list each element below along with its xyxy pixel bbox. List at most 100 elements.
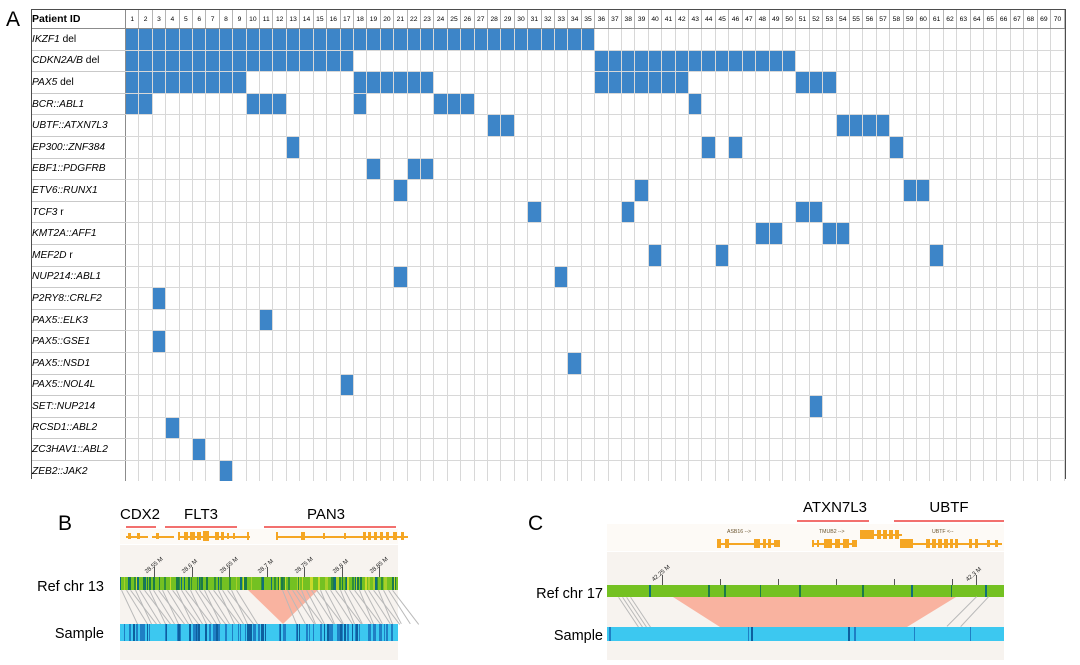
- genome-marker: [339, 624, 342, 641]
- genome-marker: [351, 624, 354, 641]
- alteration-cell-empty: [460, 460, 475, 482]
- column-number-16: 16: [326, 10, 341, 29]
- alteration-cell-empty: [836, 352, 850, 375]
- alteration-cell-empty: [299, 309, 314, 332]
- alteration-cell-empty: [474, 158, 488, 181]
- alteration-cell-empty: [701, 374, 716, 397]
- alteration-cell-empty: [299, 158, 314, 181]
- alteration-cell-empty: [715, 417, 730, 440]
- alteration-cell-empty: [795, 93, 810, 116]
- alteration-cell-empty: [782, 417, 797, 440]
- alteration-cell-empty: [286, 266, 301, 289]
- alteration-cell-empty: [862, 352, 877, 375]
- alteration-cell-empty: [634, 417, 649, 440]
- gene-underline-flt3: [165, 526, 237, 528]
- alteration-cell-empty: [138, 417, 153, 440]
- column-number-69: 69: [1037, 10, 1052, 29]
- alteration-cell-marked: [594, 50, 609, 73]
- alteration-cell-empty: [675, 417, 690, 440]
- alteration-cell-empty: [514, 417, 529, 440]
- alteration-cell-empty: [286, 417, 301, 440]
- alteration-cell-empty: [755, 179, 770, 202]
- reference-chromosome-bar-c: [607, 585, 1004, 597]
- alteration-cell-empty: [286, 114, 301, 137]
- alteration-cell-empty: [353, 438, 368, 461]
- alteration-cell-empty: [500, 93, 515, 116]
- alteration-cell-empty: [527, 179, 542, 202]
- alteration-cell-empty: [393, 330, 408, 353]
- alteration-cell-empty: [889, 287, 904, 310]
- alteration-cell-empty: [876, 136, 891, 159]
- alteration-cell-empty: [125, 352, 140, 375]
- alteration-cell-empty: [688, 395, 703, 418]
- alteration-cell-marked: [447, 28, 462, 51]
- alteration-cell-empty: [849, 50, 864, 73]
- alteration-cell-empty: [903, 309, 917, 332]
- alteration-cell-empty: [1050, 114, 1065, 137]
- alteration-cell-empty: [366, 222, 381, 245]
- alteration-cell-empty: [514, 266, 529, 289]
- alteration-cell-marked: [152, 330, 167, 353]
- genome-marker: [261, 577, 265, 590]
- alteration-cell-empty: [795, 330, 810, 353]
- alteration-cell-empty: [447, 266, 462, 289]
- alteration-cell-empty: [769, 395, 783, 418]
- alteration-cell-empty: [487, 179, 502, 202]
- alteration-cell-marked: [634, 179, 649, 202]
- genome-marker: [149, 577, 151, 590]
- alteration-cell-empty: [983, 309, 998, 332]
- alteration-cell-empty: [380, 309, 395, 332]
- alteration-cell-empty: [755, 93, 770, 116]
- alteration-cell-empty: [447, 374, 462, 397]
- column-number-13: 13: [286, 10, 301, 29]
- alteration-cell-empty: [782, 330, 797, 353]
- gene-label-flt3: FLT3: [184, 506, 218, 523]
- alteration-cell-empty: [849, 460, 864, 482]
- alteration-cell-empty: [152, 222, 167, 245]
- alteration-cell-empty: [527, 71, 542, 94]
- alteration-cell-empty: [393, 158, 408, 181]
- alteration-cell-empty: [232, 136, 247, 159]
- alteration-cell-empty: [701, 330, 716, 353]
- alteration-cell-empty: [474, 93, 488, 116]
- alteration-cell-empty: [192, 266, 207, 289]
- alteration-cell-empty: [782, 158, 797, 181]
- alteration-cell-empty: [983, 417, 998, 440]
- alteration-cell-empty: [541, 417, 556, 440]
- alteration-cell-empty: [648, 460, 663, 482]
- alteration-cell-empty: [433, 222, 448, 245]
- column-number-32: 32: [541, 10, 556, 29]
- alteration-cell-empty: [380, 136, 395, 159]
- alteration-cell-empty: [541, 71, 556, 94]
- alteration-cell-empty: [996, 136, 1011, 159]
- alteration-cell-empty: [541, 50, 556, 73]
- alteration-cell-empty: [795, 438, 810, 461]
- alteration-cell-empty: [876, 179, 891, 202]
- alteration-cell-empty: [822, 417, 837, 440]
- alteration-cell-empty: [903, 244, 917, 267]
- alteration-cell-empty: [916, 244, 931, 267]
- alteration-cell-empty: [970, 222, 985, 245]
- alteration-cell-empty: [889, 395, 904, 418]
- alteration-cell-empty: [125, 395, 140, 418]
- alteration-cell-empty: [769, 266, 783, 289]
- alteration-cell-empty: [782, 395, 797, 418]
- alteration-cell-empty: [433, 114, 448, 137]
- alteration-cell-empty: [648, 158, 663, 181]
- alteration-cell-marked: [822, 222, 837, 245]
- alteration-cell-empty: [420, 50, 435, 73]
- column-number-2: 2: [138, 10, 153, 29]
- alteration-cell-marked: [916, 179, 931, 202]
- alteration-cell-marked: [380, 71, 395, 94]
- column-number-58: 58: [889, 10, 904, 29]
- alteration-cell-empty: [996, 460, 1011, 482]
- column-number-15: 15: [313, 10, 328, 29]
- alteration-cell-empty: [929, 28, 944, 51]
- column-number-67: 67: [1010, 10, 1025, 29]
- alteration-cell-empty: [1010, 438, 1025, 461]
- alteration-cell-empty: [742, 28, 757, 51]
- alteration-cell-empty: [701, 28, 716, 51]
- alteration-cell-empty: [205, 438, 220, 461]
- alteration-cell-empty: [715, 28, 730, 51]
- table-row: PAX5 del: [32, 71, 1065, 94]
